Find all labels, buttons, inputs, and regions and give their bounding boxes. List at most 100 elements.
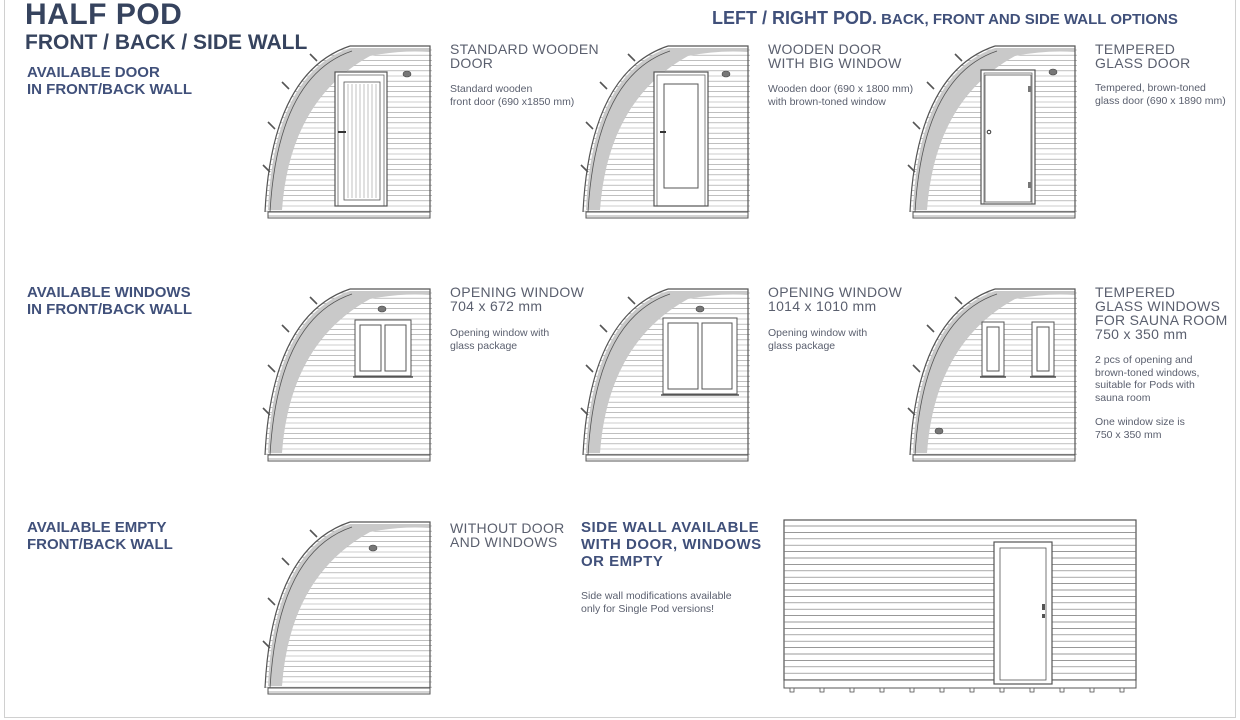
shell-joint <box>580 407 589 416</box>
shell-inner <box>914 50 998 213</box>
foundation-block <box>909 687 915 693</box>
page-title: HALF POD <box>25 0 183 31</box>
shell-inner <box>587 293 671 456</box>
floor-base <box>267 211 431 219</box>
shell-joint <box>281 324 290 333</box>
window-pane <box>359 324 382 372</box>
shade-band <box>913 48 1075 210</box>
shell-joint <box>599 324 608 333</box>
floor-base <box>267 454 431 462</box>
option-title-sauna-windows: TEMPERED GLASS WINDOWS FOR SAUNA ROOM 75… <box>1095 284 1228 342</box>
light-icon <box>402 70 412 78</box>
shade-band <box>586 291 748 453</box>
shell-inner <box>269 526 353 689</box>
wall-outline <box>350 521 431 688</box>
foundation-block <box>969 687 975 693</box>
shell-joint <box>912 121 921 130</box>
foundation-block <box>819 687 825 693</box>
door-frame <box>656 74 706 207</box>
window-pane <box>384 324 407 372</box>
option-title-standard-door: STANDARD WOODEN DOOR <box>450 41 599 71</box>
option-desc-window-704: Opening window with glass package <box>450 327 550 352</box>
shell-inner <box>914 293 998 456</box>
shell-joint <box>281 557 290 566</box>
side-wall-heading: SIDE WALL AVAILABLE WITH DOOR, WINDOWS O… <box>581 519 762 570</box>
floor-base <box>912 211 1076 219</box>
page-frame <box>4 0 1236 718</box>
shell-joint <box>907 407 916 416</box>
light-icon <box>934 427 944 435</box>
shade-band <box>268 48 430 210</box>
shell-joint <box>309 529 318 538</box>
wall-outline <box>350 288 431 455</box>
option-desc-standard-door: Standard wooden front door (690 x1850 mm… <box>450 83 575 108</box>
shade-band <box>586 48 748 210</box>
door-frame <box>337 74 385 207</box>
door-frame <box>983 72 1033 205</box>
shell-outer <box>909 45 996 213</box>
shell-inner <box>269 50 353 213</box>
foundation-block <box>1119 687 1125 693</box>
shell-joint <box>585 121 594 130</box>
option-desc-window-1014: Opening window with glass package <box>768 327 868 352</box>
foundation-block <box>789 687 795 693</box>
pod-big-window-door-illustration <box>580 45 750 219</box>
foundation-block <box>1029 687 1035 693</box>
shell-outer <box>582 288 669 456</box>
side-wall-siding <box>784 525 1136 674</box>
section-windows-label: AVAILABLE WINDOWS IN FRONT/BACK WALL <box>27 284 192 318</box>
shell-joint <box>580 164 589 173</box>
foundation-block <box>879 687 885 693</box>
shell-inner <box>269 293 353 456</box>
shell-joint <box>267 121 276 130</box>
shell-joint <box>267 597 276 606</box>
option-desc-glass-door: Tempered, brown-toned glass door (690 x … <box>1095 82 1226 107</box>
shell-joint <box>585 364 594 373</box>
shell-outer <box>264 45 351 213</box>
shell-joint <box>599 81 608 90</box>
wall-outline <box>350 45 431 212</box>
option-desc-big-window-door: Wooden door (690 x 1800 mm) with brown-t… <box>768 83 914 108</box>
shell-joint <box>627 53 636 62</box>
option-title-window-1014: OPENING WINDOW 1014 x 1010 mm <box>768 284 903 314</box>
side-wall-illustration <box>783 519 1137 693</box>
shell-outer <box>909 288 996 456</box>
foundation-block <box>1059 687 1065 693</box>
shell-joint <box>926 324 935 333</box>
wall-outline <box>668 45 749 212</box>
floor-base <box>267 687 431 695</box>
shell-joint <box>926 81 935 90</box>
hinge <box>1028 86 1031 92</box>
pod-empty-illustration <box>262 521 432 695</box>
shell-joint <box>262 640 271 649</box>
light-icon <box>695 305 705 313</box>
wall-outline <box>668 288 749 455</box>
shell-joint <box>281 81 290 90</box>
shell-outer <box>264 288 351 456</box>
foundation-block <box>849 687 855 693</box>
window-pane <box>1036 326 1050 372</box>
shell-joint <box>954 296 963 305</box>
shell-joint <box>309 53 318 62</box>
side-wall-outline <box>783 519 1137 681</box>
pod-sauna-windows-illustration <box>907 288 1077 462</box>
hinge <box>1028 182 1031 188</box>
right-title-rest: BACK, FRONT AND SIDE WALL OPTIONS <box>877 11 1178 28</box>
pod-standard-door-illustration <box>262 45 432 219</box>
pod-window-1014-illustration <box>580 288 750 462</box>
shell-inner <box>587 50 671 213</box>
door-glass <box>663 83 699 189</box>
shell-joint <box>954 53 963 62</box>
floor-base <box>585 211 749 219</box>
option-desc2-sauna-windows: One window size is 750 x 350 mm <box>1095 416 1185 441</box>
wall-outline <box>995 45 1076 212</box>
window-pane <box>701 322 733 390</box>
shell-outer <box>582 45 669 213</box>
shade-band <box>913 291 1075 453</box>
pod-glass-door-illustration <box>907 45 1077 219</box>
wall-outline <box>995 288 1076 455</box>
shade-band <box>268 291 430 453</box>
shell-joint <box>627 296 636 305</box>
door-panel <box>343 81 381 201</box>
